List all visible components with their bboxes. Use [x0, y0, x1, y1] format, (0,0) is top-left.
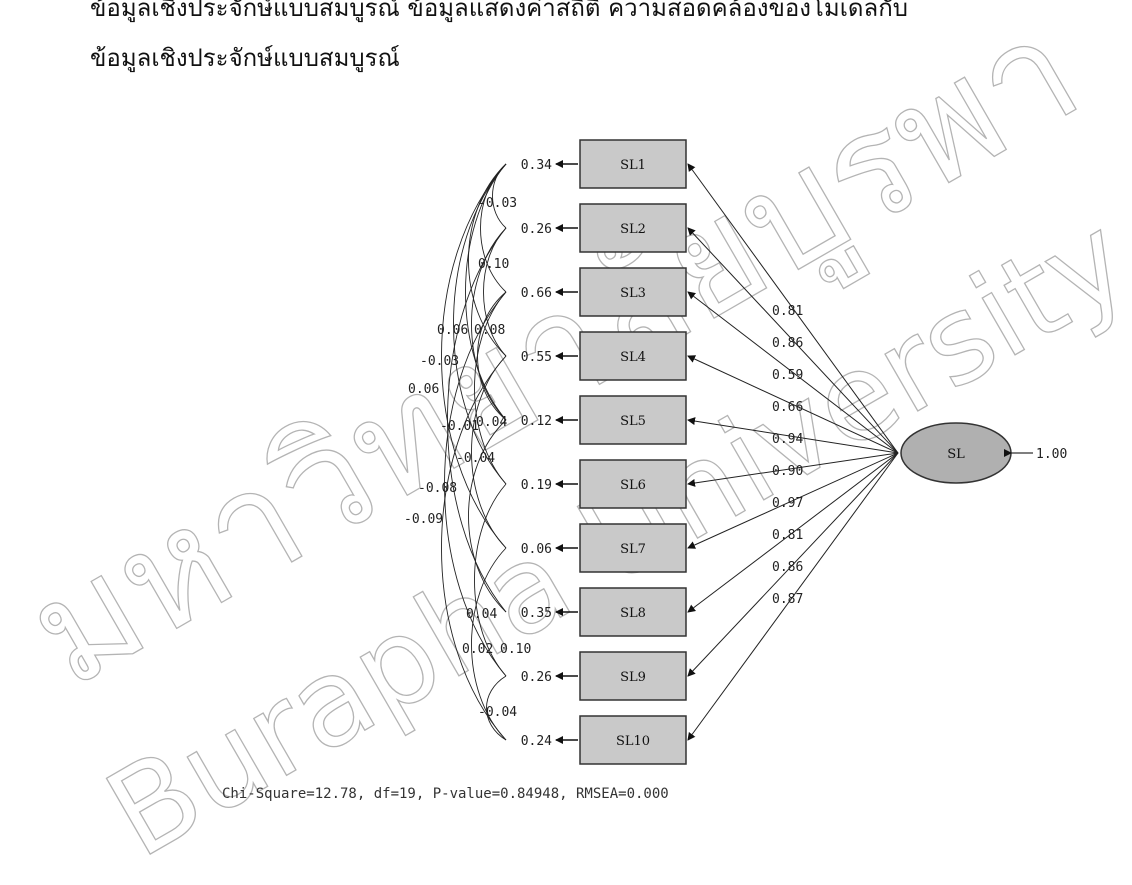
covariance-value: -0.08: [418, 481, 457, 496]
loading-value-sl3: 0.59: [772, 368, 803, 383]
covariance-value: 0.04: [466, 607, 497, 622]
observed-box-sl8: [579, 587, 687, 637]
error-variance-sl9: 0.26: [521, 670, 552, 685]
covariance-value: 0.06: [408, 382, 439, 397]
body-text-line-2: ข้อมูลเชิงประจักษ์แบบสมบูรณ์: [90, 44, 400, 72]
observed-label-sl4: SL4: [620, 350, 646, 365]
covariance-curve: [471, 355, 507, 549]
covariance-value: -0.04: [456, 451, 495, 466]
covariance-value: 0.06: [437, 323, 468, 338]
covariance-value: 0.10: [478, 257, 509, 272]
covariance-value: 0.08: [474, 323, 505, 338]
fit-statistics: Chi-Square=12.78, df=19, P-value=0.84948…: [222, 786, 669, 802]
error-variance-sl6: 0.19: [521, 478, 552, 493]
error-variance-sl5: 0.12: [521, 414, 552, 429]
covariance-curve: [468, 419, 507, 613]
loading-path-sl2: [687, 227, 899, 454]
error-terms: 0.34 0.26 0.66 0.55 0.12 0.19 0.06 0.35 0.26 0.24: [521, 158, 578, 749]
error-variance-sl10: 0.24: [521, 734, 552, 749]
observed-box-sl10: [579, 715, 687, 765]
observed-box-sl4: [579, 331, 687, 381]
covariance-value: -0.09: [404, 512, 443, 527]
covariance-curve: [444, 291, 507, 677]
covariance-value: -0.03: [420, 354, 459, 369]
loading-path-sl10: [687, 452, 899, 741]
covariance-value: 0.10: [500, 642, 531, 657]
loading-value-sl7: 0.97: [772, 496, 803, 511]
observed-label-sl3: SL3: [620, 286, 646, 301]
error-variance-sl7: 0.06: [521, 542, 552, 557]
observed-label-sl5: SL5: [620, 414, 646, 429]
loading-path-sl8: [687, 452, 899, 613]
observed-label-sl8: SL8: [620, 606, 646, 621]
latent-label: SL: [947, 447, 965, 462]
error-covariance-curves: [441, 163, 507, 741]
latent-variance: 1.00: [1036, 447, 1067, 462]
loading-path-sl5: [687, 417, 899, 454]
factor-loading-paths: 0.81 0.86 0.59 0.66 0.94 0.90 0.97 0.81 0.86 0.87: [687, 163, 899, 741]
covariance-curve: [465, 163, 507, 421]
covariance-curve: [471, 547, 507, 741]
covariance-curve: [468, 163, 507, 357]
loading-path-sl7: [687, 452, 899, 549]
loading-path-sl4: [687, 355, 899, 454]
observed-box-sl3: [579, 267, 687, 317]
observed-box-sl6: [579, 459, 687, 509]
error-variance-sl3: 0.66: [521, 286, 552, 301]
observed-box-sl9: [579, 651, 687, 701]
covariance-curve: [441, 355, 507, 741]
error-variance-sl8: 0.35: [521, 606, 552, 621]
loading-value-sl1: 0.81: [772, 304, 803, 319]
observed-box-sl7: [579, 523, 687, 573]
covariance-value: -0.03: [478, 196, 517, 211]
loading-value-sl5: 0.94: [772, 432, 803, 447]
latent-factor: SL 1.00: [900, 422, 1067, 484]
observed-label-sl2: SL2: [620, 222, 646, 237]
observed-box-sl1: [579, 139, 687, 189]
body-text-line-1: ข้อมูลเชิงประจักษ์แบบสมบูรณ์ ข้อมูลแสดงค…: [90, 0, 908, 22]
loading-value-sl2: 0.86: [772, 336, 803, 351]
observed-label-sl6: SL6: [620, 478, 646, 493]
covariance-value: 0.02: [462, 642, 493, 657]
covariance-curve: [486, 675, 507, 741]
observed-box-sl2: [579, 203, 687, 253]
loading-value-sl4: 0.66: [772, 400, 803, 415]
covariance-curve: [480, 163, 507, 293]
loading-path-sl9: [687, 452, 899, 677]
covariance-curve: [474, 291, 507, 485]
loading-path-sl3: [687, 291, 899, 454]
covariance-value: -0.04: [478, 705, 517, 720]
covariance-curve: [474, 483, 507, 677]
covariance-curve: [441, 163, 507, 549]
observed-label-sl7: SL7: [620, 542, 646, 557]
loading-value-sl10: 0.87: [772, 592, 803, 607]
error-variance-sl4: 0.55: [521, 350, 552, 365]
observed-label-sl1: SL1: [620, 158, 646, 173]
loading-path-sl6: [687, 452, 899, 487]
covariance-value: -0.01: [440, 419, 479, 434]
loading-value-sl8: 0.81: [772, 528, 803, 543]
loading-value-sl9: 0.86: [772, 560, 803, 575]
error-variance-sl1: 0.34: [521, 158, 552, 173]
error-variance-sl2: 0.26: [521, 222, 552, 237]
observed-label-sl9: SL9: [620, 670, 646, 685]
covariance-curve: [447, 227, 507, 613]
covariance-value: 0.04: [476, 415, 507, 430]
covariance-curve: [453, 163, 507, 485]
observed-box-sl5: [579, 395, 687, 445]
covariance-curve: [471, 227, 507, 421]
loading-path-sl1: [687, 163, 899, 454]
loading-value-sl6: 0.90: [772, 464, 803, 479]
observed-label-sl10: SL10: [616, 734, 650, 749]
